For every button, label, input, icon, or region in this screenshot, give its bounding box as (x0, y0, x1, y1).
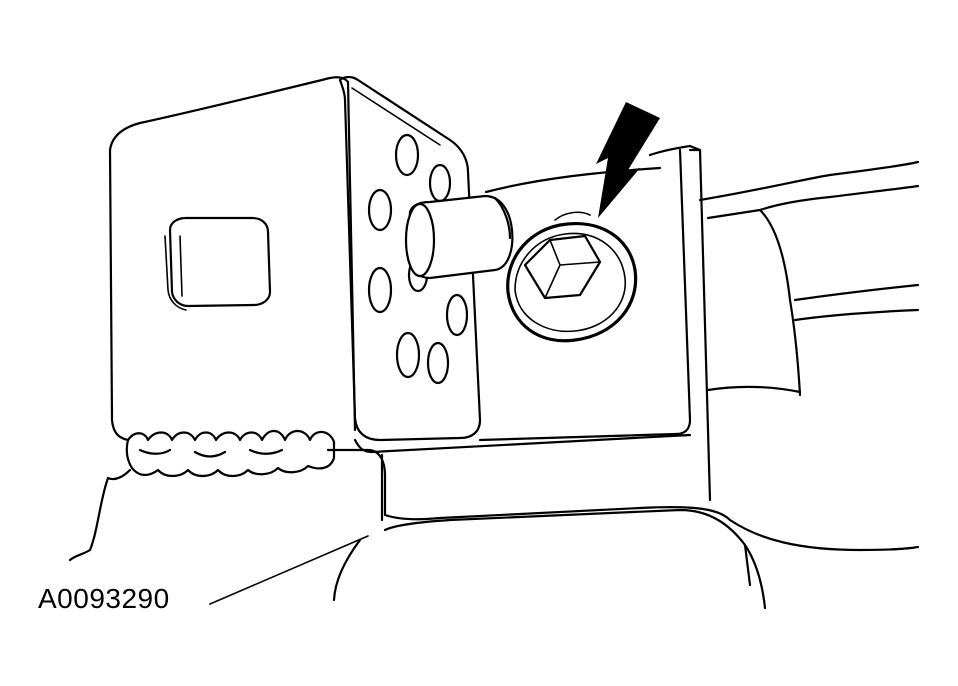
leader-line (209, 535, 369, 605)
bolt-hole (395, 331, 421, 379)
bolt-hole (445, 293, 469, 337)
bolt-hole (394, 133, 420, 177)
hex-bolt-icon (506, 211, 638, 343)
bolt-hole (428, 163, 452, 203)
pin-stud (404, 194, 514, 280)
bolt-hole (367, 188, 393, 232)
arrow-pointer-icon (596, 102, 660, 218)
right-rail (698, 160, 920, 397)
figure-id-label: A0093290 (38, 583, 170, 614)
lower-housing (326, 448, 920, 610)
bolt-hole (426, 341, 450, 385)
left-bracket-body (108, 76, 357, 442)
bolt-hole (367, 266, 393, 314)
weld-bead (68, 429, 336, 562)
